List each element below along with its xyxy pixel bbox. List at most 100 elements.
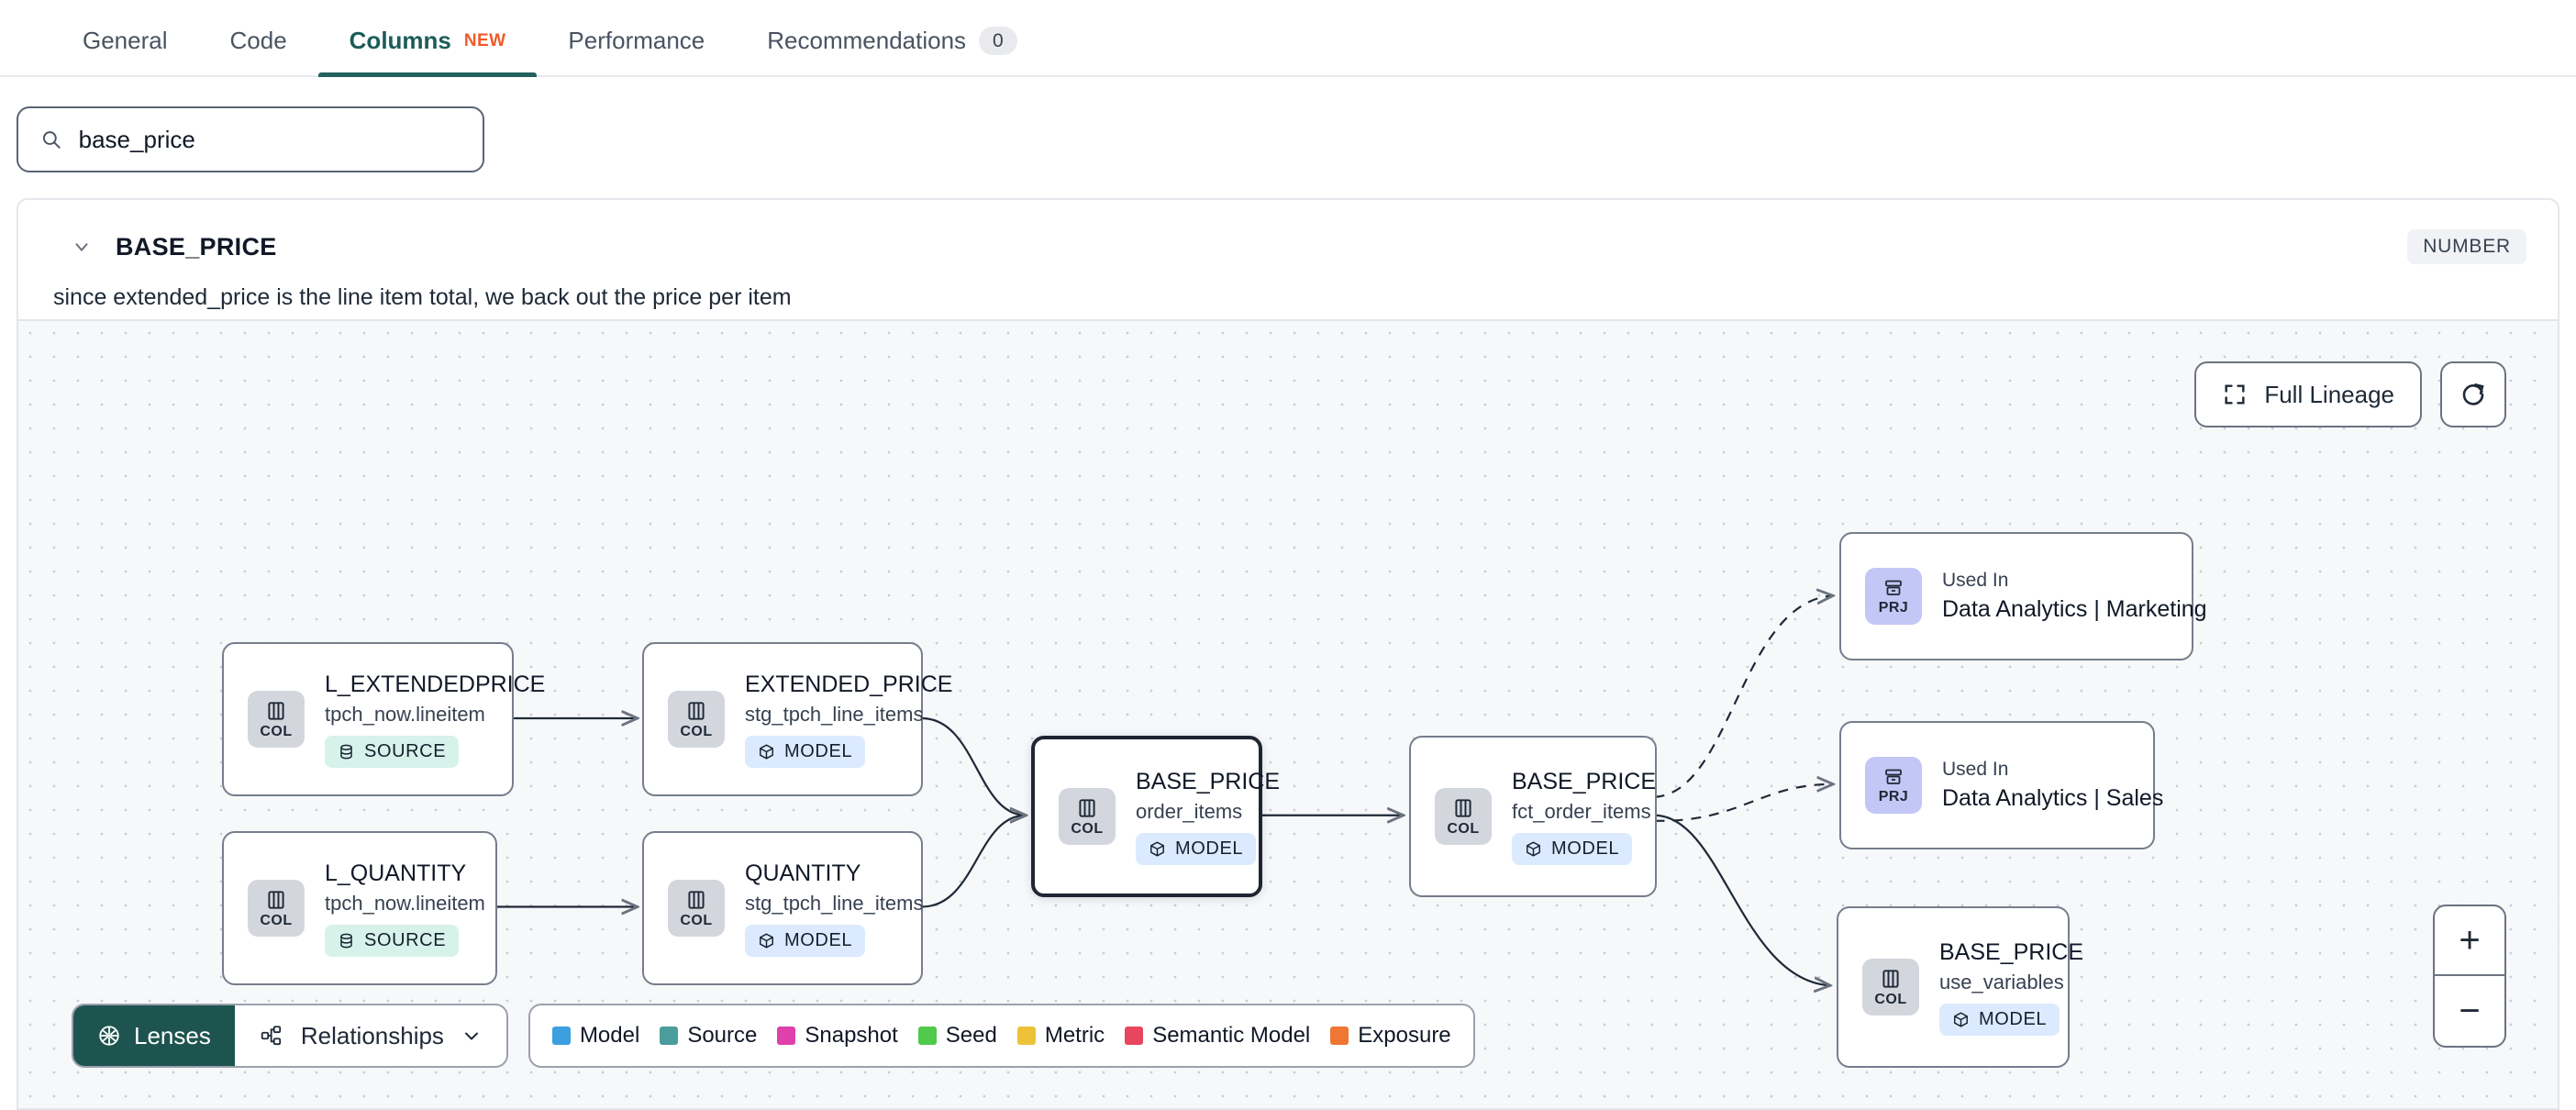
tab-performance[interactable]: Performance <box>537 27 736 75</box>
cube-icon <box>1150 840 1164 857</box>
lineage-node-project-sales[interactable]: PRJ Used In Data Analytics | Sales <box>1839 721 2164 849</box>
tab-recommendations[interactable]: Recommendations 0 <box>736 27 1048 75</box>
database-icon <box>340 933 352 948</box>
node-type-badge: MODEL <box>1136 832 1257 865</box>
tab-label: Columns <box>349 27 451 54</box>
node-title: BASE_PRICE <box>1136 768 1281 794</box>
node-title: QUANTITY <box>745 860 861 886</box>
aperture-icon <box>99 1026 119 1046</box>
cube-icon <box>1954 1011 1968 1027</box>
legend-item-seed: Seed <box>917 1023 997 1049</box>
lineage-edges <box>496 321 2558 1108</box>
node-kind: COL <box>260 913 293 928</box>
tab-general[interactable]: General <box>51 27 199 75</box>
legend-swatch <box>1125 1027 1144 1045</box>
badge-label: MODEL <box>784 740 853 761</box>
node-kind: PRJ <box>1878 789 1909 805</box>
legend-item-exposure: Exposure <box>1330 1023 1451 1049</box>
tab-code[interactable]: Code <box>199 27 318 75</box>
column-glyph-icon <box>268 891 284 909</box>
tab-bar: General Code Columns NEW Performance Rec… <box>0 0 2576 77</box>
lineage-node-l-quantity[interactable]: COL L_QUANTITY tpch_now.lineitem SOURCE <box>222 831 497 985</box>
badge-label: SOURCE <box>364 929 447 950</box>
lenses-group: Lenses Relationships <box>72 1004 508 1068</box>
lineage-canvas[interactable]: COL L_EXTENDEDPRICE tpch_now.lineitem SO… <box>18 319 2558 1108</box>
legend-swatch <box>777 1027 796 1045</box>
legend-item-semantic-model: Semantic Model <box>1125 1023 1310 1049</box>
expand-corners-icon <box>2225 384 2245 405</box>
lineage-legend: Model Source Snapshot Seed Metric <box>527 1004 1475 1068</box>
chevron-down-icon[interactable] <box>72 237 92 257</box>
lineage-node-extended-price[interactable]: COL EXTENDED_PRICE stg_tpch_line_items M… <box>642 642 952 796</box>
legend-swatch <box>1016 1027 1036 1045</box>
node-kind: COL <box>260 724 293 739</box>
node-kind: COL <box>680 913 713 928</box>
legend-swatch <box>917 1027 937 1045</box>
tab-label: Recommendations <box>767 27 967 54</box>
cube-icon <box>760 743 773 760</box>
node-title: L_EXTENDEDPRICE <box>325 671 546 697</box>
used-in-label: Used In <box>1942 759 2009 780</box>
search-box[interactable] <box>17 106 484 172</box>
zoom-controls: + − <box>2433 905 2506 1048</box>
column-glyph-icon <box>1882 970 1899 988</box>
search-input[interactable] <box>78 125 461 154</box>
refresh-icon <box>2462 383 2484 405</box>
column-glyph-icon <box>688 891 705 909</box>
used-in-label: Used In <box>1942 570 2009 591</box>
lineage-node-quantity[interactable]: COL QUANTITY stg_tpch_line_items MODEL <box>642 831 923 985</box>
node-title: BASE_PRICE <box>1512 768 1657 794</box>
col-icon: COL <box>1862 959 1919 1016</box>
legend-label: Exposure <box>1358 1023 1451 1048</box>
node-type-badge: MODEL <box>1939 1003 2060 1036</box>
lineage-top-controls: Full Lineage <box>2194 361 2506 427</box>
lineage-node-project-marketing[interactable]: PRJ Used In Data Analytics | Marketing <box>1839 532 2207 660</box>
chevron-down-icon <box>464 1032 478 1040</box>
legend-label: Metric <box>1044 1023 1105 1048</box>
search-icon <box>42 131 61 149</box>
relationships-dropdown[interactable]: Relationships <box>235 1005 506 1066</box>
relationships-icon <box>261 1026 281 1046</box>
col-icon: COL <box>248 691 305 748</box>
lineage-node-base-price-use-variables[interactable]: COL BASE_PRICE use_variables MODEL <box>1837 906 2084 1068</box>
lineage-node-l-extendedprice[interactable]: COL L_EXTENDEDPRICE tpch_now.lineitem SO… <box>222 642 546 796</box>
node-subtitle: stg_tpch_line_items <box>745 891 924 915</box>
lenses-button[interactable]: Lenses <box>73 1005 235 1066</box>
refresh-button[interactable] <box>2440 361 2506 427</box>
legend-label: Source <box>687 1023 758 1048</box>
legend-label: Semantic Model <box>1152 1023 1311 1048</box>
column-description: since extended_price is the line item to… <box>53 284 792 310</box>
node-type-badge: MODEL <box>745 924 866 957</box>
node-title: BASE_PRICE <box>1939 938 2084 965</box>
legend-item-snapshot: Snapshot <box>777 1023 898 1049</box>
prj-icon: PRJ <box>1865 757 1922 814</box>
column-glyph-icon <box>268 702 284 720</box>
project-name: Data Analytics | Sales <box>1942 785 2164 811</box>
column-header[interactable]: BASE_PRICE NUMBER <box>18 218 2558 275</box>
legend-item-model: Model <box>551 1023 640 1049</box>
node-kind: COL <box>1071 821 1104 837</box>
node-subtitle: fct_order_items <box>1512 799 1651 823</box>
legend-label: Seed <box>945 1023 997 1048</box>
node-subtitle: tpch_now.lineitem <box>325 891 485 915</box>
zoom-in-button[interactable]: + <box>2435 906 2504 976</box>
tab-label: General <box>83 27 168 54</box>
tab-label: Performance <box>568 27 705 54</box>
node-type-badge: MODEL <box>745 735 866 768</box>
full-lineage-label: Full Lineage <box>2264 380 2394 408</box>
relationships-label: Relationships <box>300 1021 444 1049</box>
lineage-node-base-price-fct-order-items[interactable]: COL BASE_PRICE fct_order_items MODEL <box>1409 736 1657 897</box>
legend-label: Model <box>579 1023 640 1048</box>
cube-icon <box>760 932 773 949</box>
badge-label: SOURCE <box>364 740 447 761</box>
badge-label: MODEL <box>784 929 853 950</box>
col-icon: COL <box>1059 788 1116 845</box>
node-subtitle: tpch_now.lineitem <box>325 702 485 726</box>
full-lineage-button[interactable]: Full Lineage <box>2194 361 2422 427</box>
tab-columns[interactable]: Columns NEW <box>317 27 538 77</box>
node-type-badge: SOURCE <box>325 924 460 957</box>
zoom-out-button[interactable]: − <box>2459 990 2481 1031</box>
lineage-node-base-price-order-items[interactable]: COL BASE_PRICE order_items MODEL <box>1031 736 1281 897</box>
legend-swatch <box>1330 1027 1349 1045</box>
legend-swatch <box>660 1027 679 1045</box>
